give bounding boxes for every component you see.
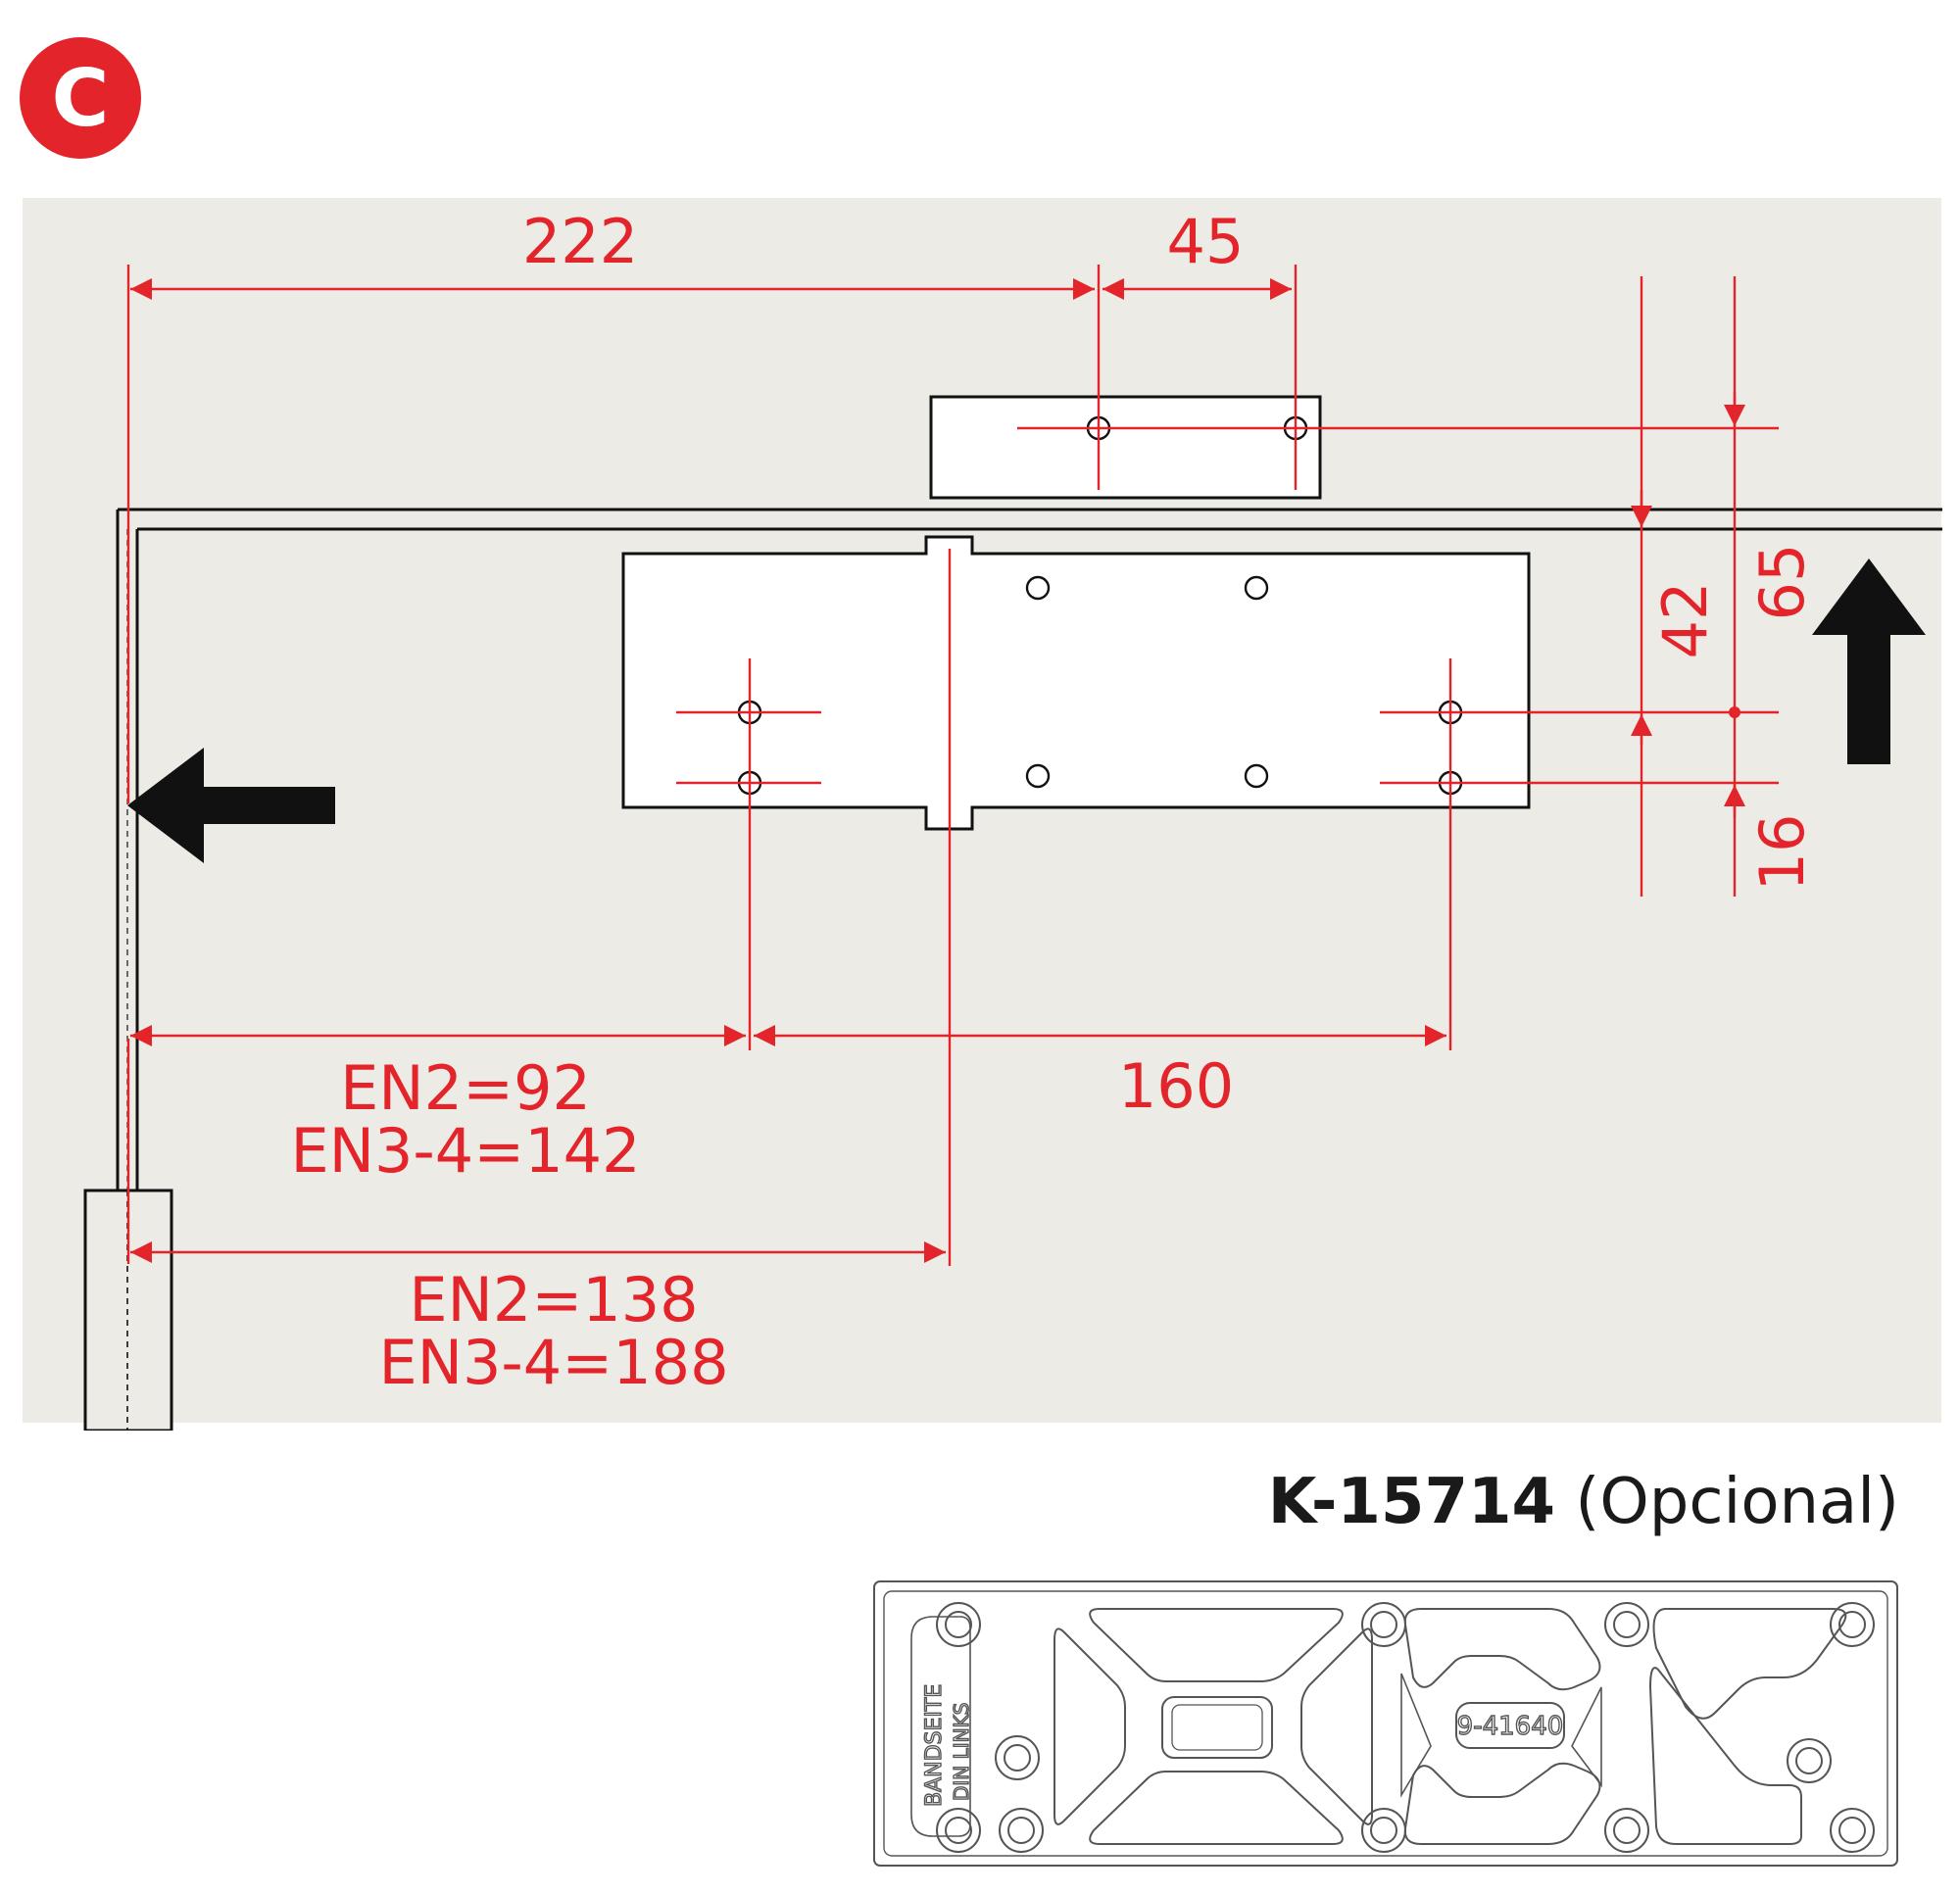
section-badge: C bbox=[20, 37, 141, 159]
plate-code: 9-41640 bbox=[1457, 1712, 1564, 1741]
section-letter: C bbox=[51, 52, 110, 144]
part-code: K-15714 bbox=[1267, 1466, 1556, 1538]
arrow-left-icon bbox=[127, 748, 335, 863]
part-note: (Opcional) bbox=[1575, 1466, 1899, 1538]
dim-45: 45 bbox=[1167, 206, 1245, 277]
arrow-up-icon bbox=[1812, 558, 1926, 764]
mounting-diagram: 222 45 42 65 16 160 EN2=92 EN3-4=142 EN2… bbox=[83, 206, 1942, 1431]
reference-point bbox=[1729, 706, 1740, 718]
dim-16: 16 bbox=[1746, 814, 1818, 892]
dim-en34-142: EN3-4=142 bbox=[290, 1115, 640, 1187]
mounting-plate-drawing: BANDSEITE DIN LINKS 9-41640 bbox=[873, 1580, 1898, 1867]
closer-body bbox=[621, 535, 1531, 831]
dim-160: 160 bbox=[1118, 1050, 1234, 1122]
dim-en2-92: EN2=92 bbox=[340, 1052, 591, 1124]
plate-label-bandseite: BANDSEITE bbox=[922, 1684, 947, 1807]
plate-label-din-links: DIN LINKS bbox=[950, 1703, 973, 1801]
dim-65: 65 bbox=[1746, 544, 1818, 621]
optional-part-title: K-15714 (Opcional) bbox=[1268, 1466, 1899, 1538]
dimension-lines bbox=[126, 265, 1779, 1266]
arm-shoe bbox=[929, 395, 1322, 500]
dim-en34-188: EN3-4=188 bbox=[378, 1327, 728, 1398]
dim-en2-138: EN2=138 bbox=[409, 1264, 698, 1336]
dimension-arrows bbox=[130, 278, 1745, 1263]
dim-42: 42 bbox=[1649, 582, 1721, 659]
dim-222: 222 bbox=[522, 206, 638, 277]
